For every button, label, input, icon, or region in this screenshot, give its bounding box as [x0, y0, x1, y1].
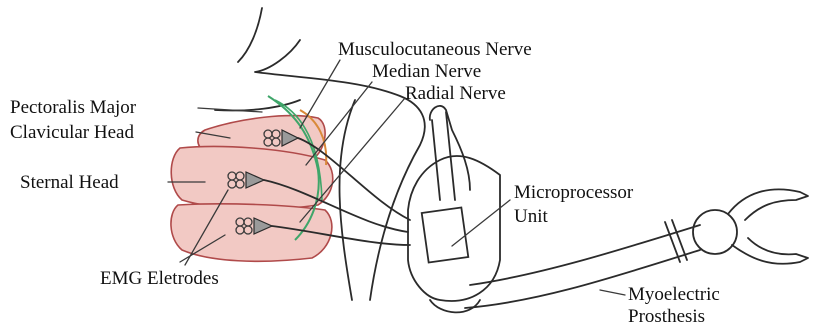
label-myoelectric: Myoelectric — [628, 284, 720, 306]
label-emg-electrodes: EMG Eletrodes — [100, 268, 219, 290]
neck-outline — [238, 8, 262, 62]
wrist-ring-1 — [665, 222, 680, 262]
wrist-ring-2 — [672, 220, 687, 260]
label-microprocessor-unit: Unit — [514, 206, 548, 228]
microprocessor-box — [422, 207, 469, 262]
hook-lower — [732, 238, 808, 264]
label-radial-nerve: Radial Nerve — [405, 83, 506, 105]
label-median-nerve: Median Nerve — [372, 61, 481, 83]
label-microprocessor: Microprocessor — [514, 182, 633, 204]
hook-upper — [728, 189, 808, 220]
label-pectoralis-major: Pectoralis Major — [10, 97, 136, 119]
label-sternal-head: Sternal Head — [20, 172, 119, 194]
prosthesis-elbow — [430, 300, 480, 312]
label-prosthesis: Prosthesis — [628, 306, 705, 328]
prosthesis-forearm — [470, 225, 700, 285]
chest-outline — [215, 100, 300, 111]
label-musculocutaneous-nerve: Musculocutaneous Nerve — [338, 39, 532, 61]
arrow-musculocutaneous — [300, 60, 340, 128]
terminal-device-hub — [693, 210, 737, 254]
label-clavicular-head: Clavicular Head — [10, 122, 134, 144]
torso-outline — [340, 100, 355, 300]
arrow-myoelectric — [600, 290, 625, 295]
